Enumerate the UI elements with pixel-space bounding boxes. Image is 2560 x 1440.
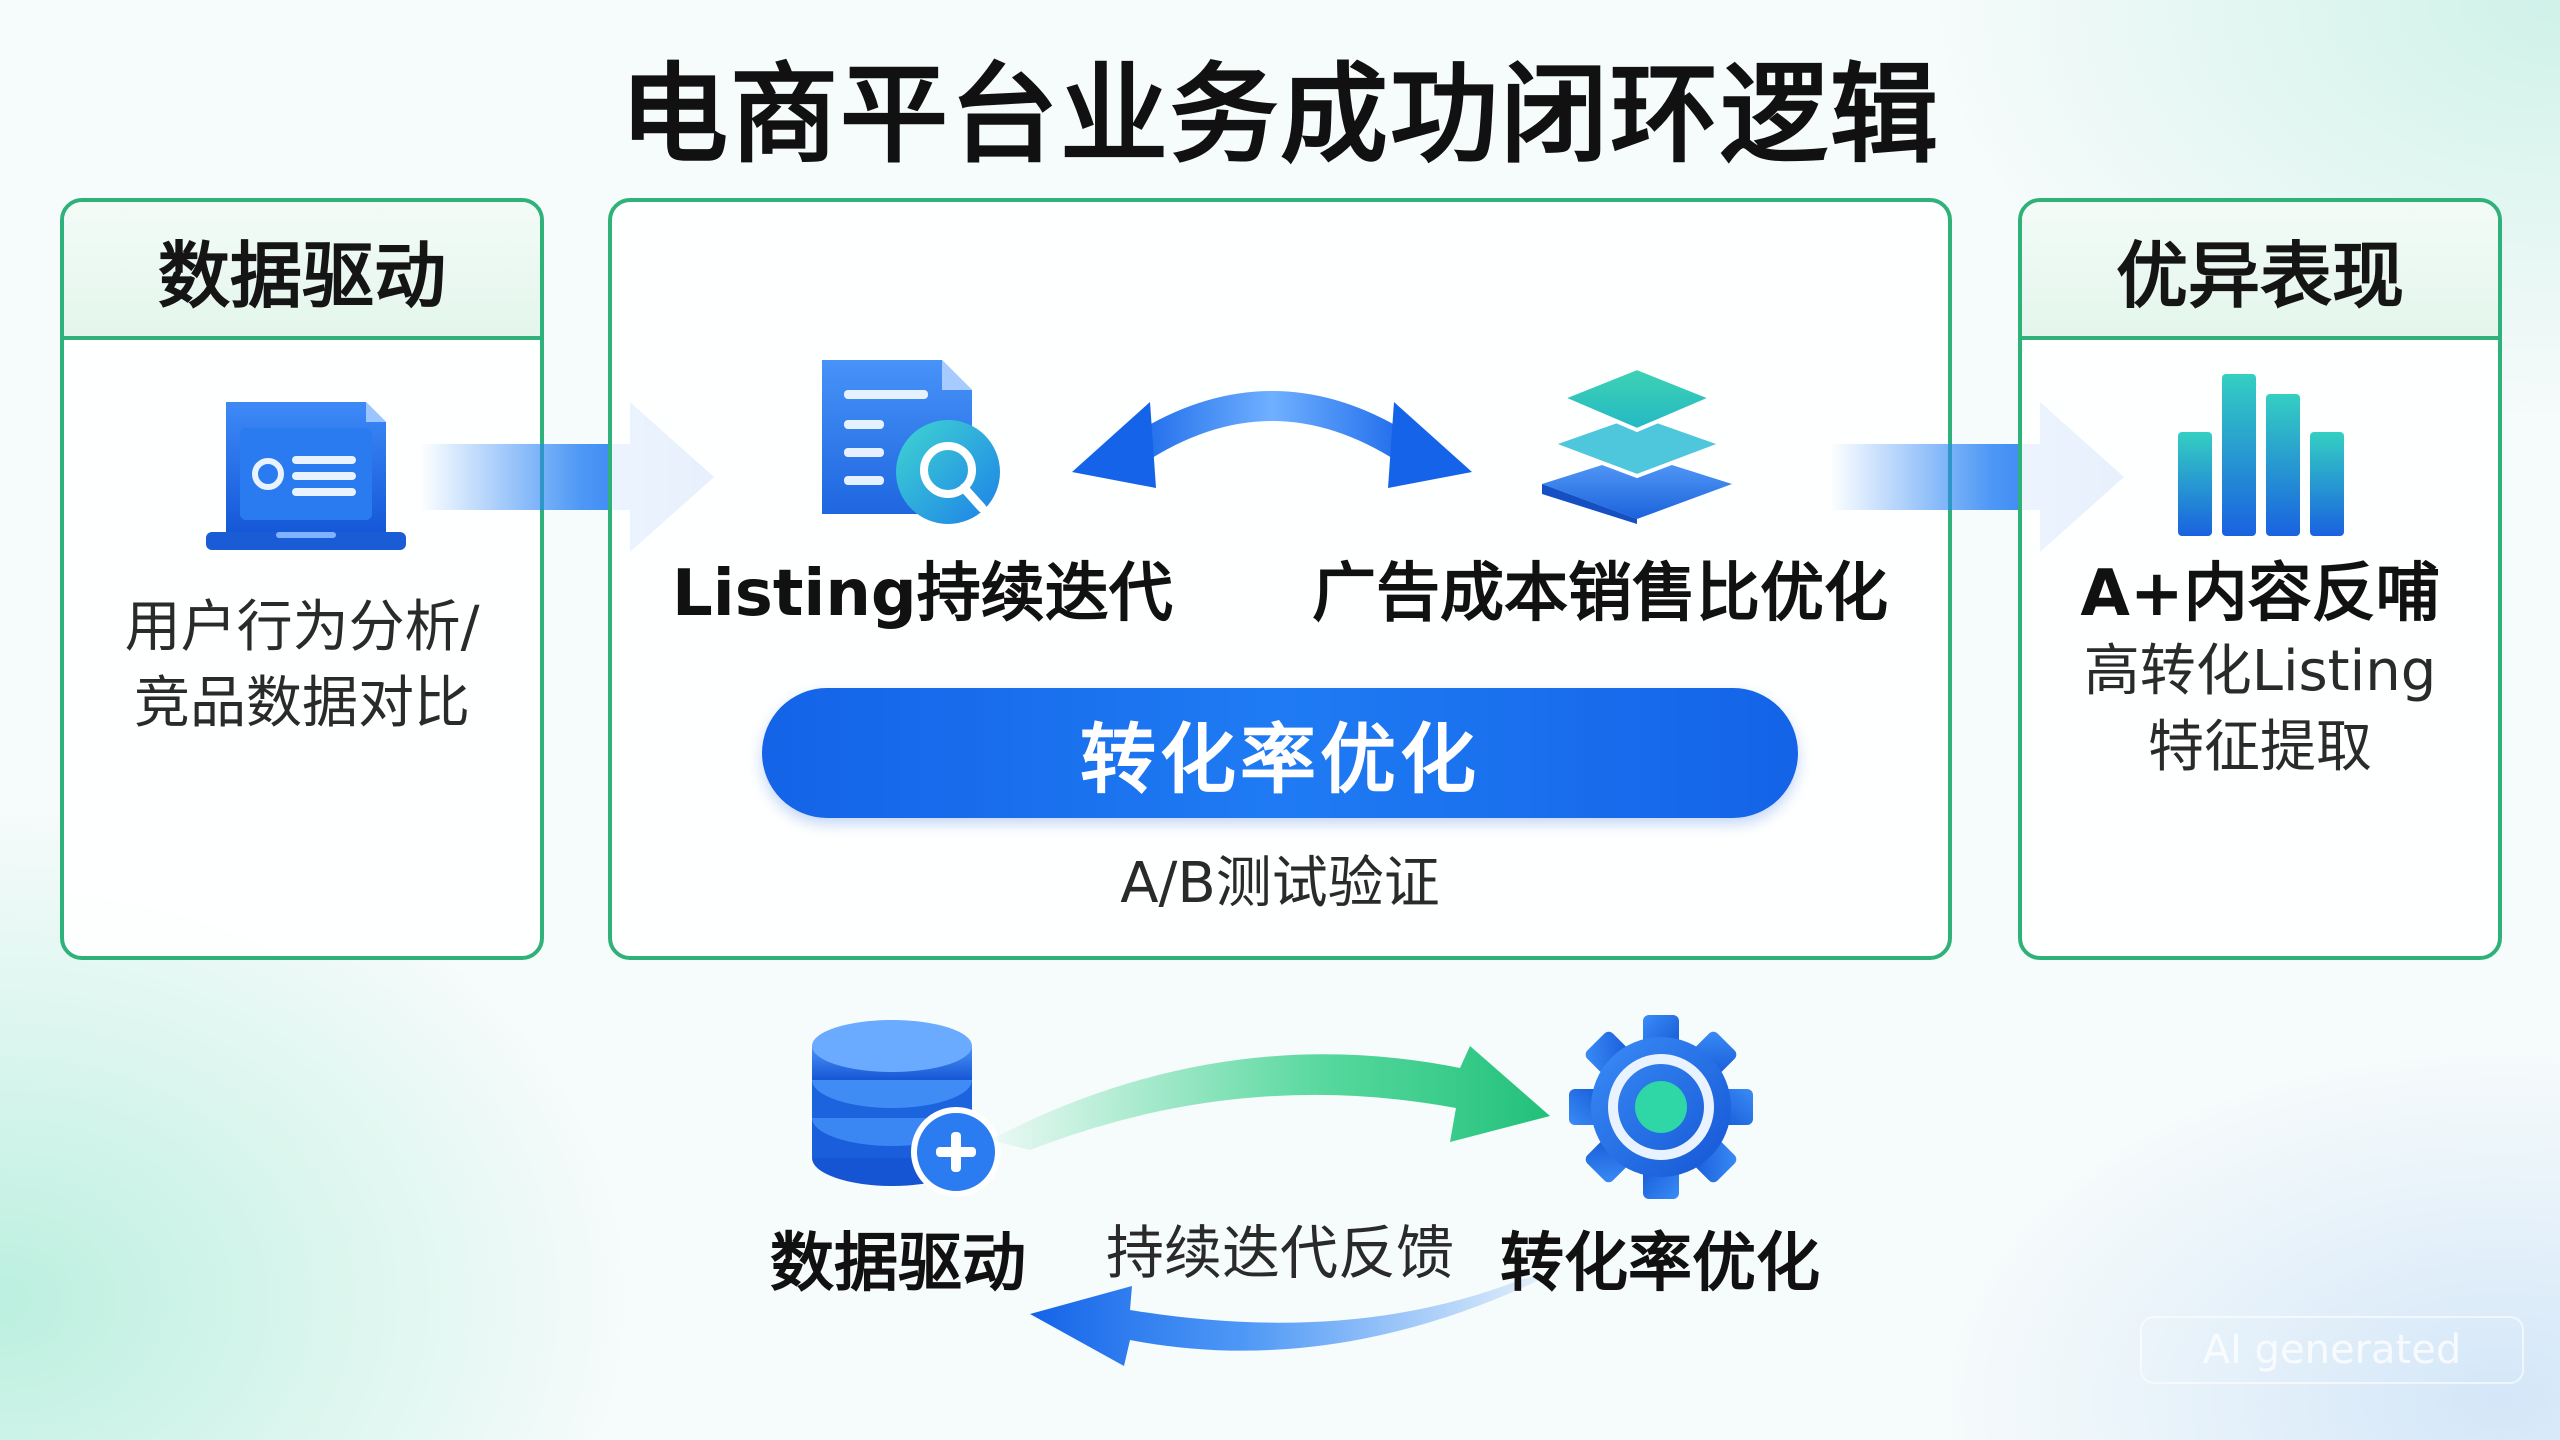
gear-icon bbox=[1569, 1015, 1753, 1199]
performance-header: 优异表现 bbox=[2022, 202, 2498, 340]
laptop-document-icon bbox=[206, 402, 406, 550]
performance-panel: 优异表现 A+内容反哺 高转化Listing 特征提取 bbox=[2018, 198, 2502, 960]
data-driven-loop-label: 数据驱动 bbox=[770, 1227, 1026, 1301]
competitor-data-text: 竞品数据对比 bbox=[134, 671, 470, 736]
data-driven-panel: 数据驱动 用户行为分析/ 竞品数据对比 bbox=[60, 198, 544, 960]
user-behavior-text: 用户行为分析/ bbox=[124, 595, 480, 660]
watermark-badge: AI generated bbox=[2140, 1316, 2524, 1384]
database-add-icon bbox=[812, 1020, 1001, 1197]
listing-iteration-label: Listing持续迭代 bbox=[672, 557, 1173, 631]
conversion-loop-label: 转化率优化 bbox=[1500, 1227, 1820, 1301]
loop-arrow-top-icon bbox=[990, 1046, 1550, 1150]
loop-arrow-bottom-icon bbox=[1030, 1270, 1560, 1366]
conversion-rate-pill: 转化率优化 bbox=[762, 688, 1798, 818]
high-conversion-listing-text: 高转化Listing bbox=[2083, 639, 2437, 704]
page-title: 电商平台业务成功闭环逻辑 bbox=[619, 53, 1940, 178]
iteration-feedback-label: 持续迭代反馈 bbox=[1105, 1219, 1454, 1287]
ad-cost-optimization-label: 广告成本销售比优化 bbox=[1312, 557, 1888, 631]
a-plus-content-label: A+内容反哺 bbox=[2080, 557, 2440, 631]
document-search-icon bbox=[822, 360, 1000, 524]
data-driven-header: 数据驱动 bbox=[64, 202, 540, 340]
ab-test-text: A/B测试验证 bbox=[1120, 851, 1440, 916]
feature-extraction-text: 特征提取 bbox=[2148, 715, 2372, 780]
double-arrow-icon bbox=[1072, 391, 1472, 488]
bar-chart-icon bbox=[2178, 374, 2344, 536]
conversion-panel: Listing持续迭代 广告成本销售比优化 bbox=[608, 198, 1952, 960]
layers-icon bbox=[1542, 365, 1732, 524]
